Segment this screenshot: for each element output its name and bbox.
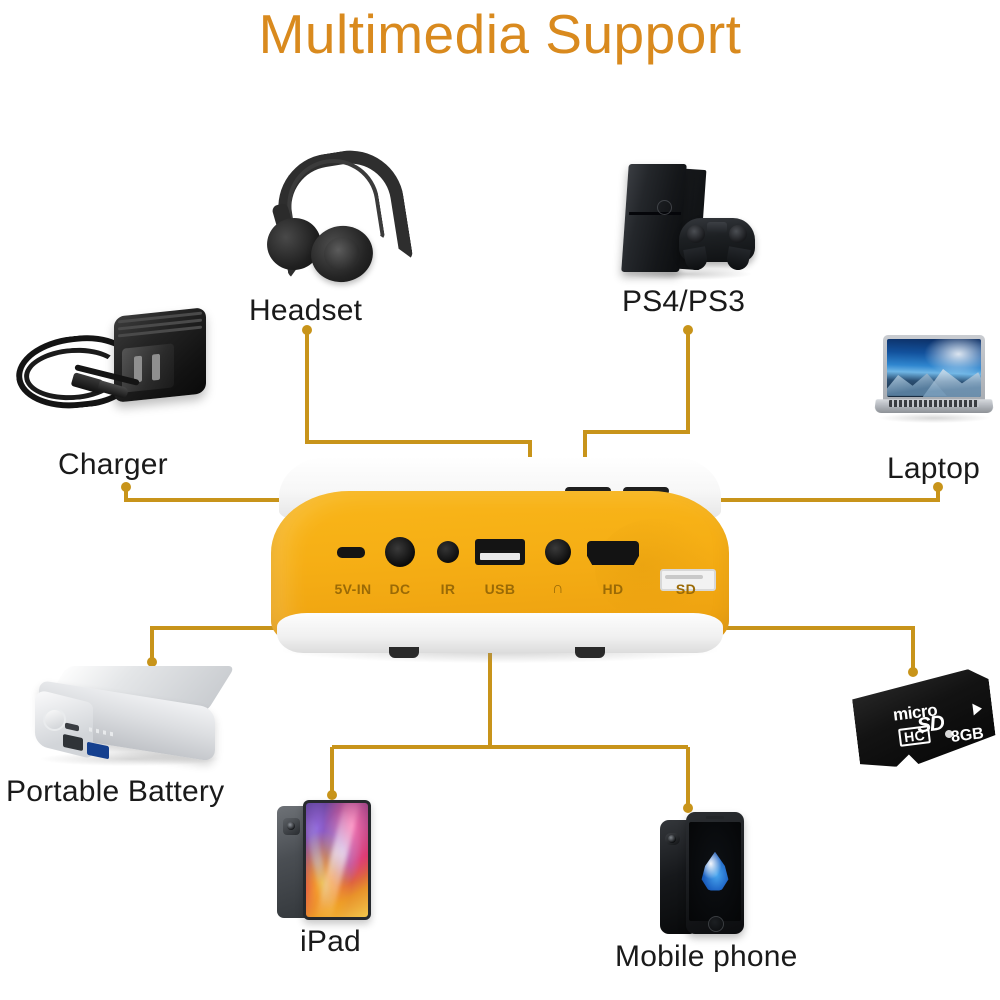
label-mobile-phone: Mobile phone	[615, 940, 798, 973]
microsd-capacity: 8GB	[950, 725, 985, 746]
ipad-icon	[277, 800, 373, 922]
port-5v-in[interactable]	[337, 547, 365, 558]
ps4-console-icon	[613, 160, 763, 280]
headset-icon	[262, 142, 414, 287]
port-dc[interactable]	[385, 537, 415, 567]
laptop-keyboard	[889, 400, 979, 407]
port-headphone[interactable]	[545, 539, 571, 565]
label-laptop: Laptop	[887, 452, 980, 485]
laptop-screen	[887, 339, 981, 397]
phone-earpiece-speaker	[705, 816, 725, 819]
port-label-dc: DC	[389, 581, 411, 597]
port-label-ir: IR	[440, 581, 456, 597]
microsd-direction-arrow-icon	[972, 702, 983, 716]
phone-wallpaper-water-drop	[701, 851, 729, 891]
ps4-controller	[679, 218, 755, 272]
page-title: Multimedia Support	[258, 3, 742, 65]
ipad-screen	[306, 803, 368, 917]
port-label-usb: USB	[484, 581, 516, 597]
phone-front	[686, 812, 744, 934]
ipad-front	[303, 800, 371, 920]
label-charger: Charger	[58, 448, 168, 481]
laptop-shadow	[879, 413, 989, 423]
laptop-icon	[874, 335, 994, 427]
ipad-camera-module	[283, 818, 300, 835]
phone-home-button[interactable]	[708, 916, 724, 932]
projector-base	[277, 613, 723, 653]
laptop-lid	[883, 335, 985, 401]
ps4-disc-slot	[628, 212, 682, 215]
port-usb[interactable]	[475, 539, 525, 565]
power-bank-icon	[33, 660, 236, 770]
label-headset: Headset	[249, 294, 363, 327]
projector-foot-left	[389, 647, 419, 658]
power-bank-power-button[interactable]	[43, 708, 66, 731]
charger-icon	[12, 300, 219, 430]
port-label-5v-in: 5V-IN	[334, 581, 372, 597]
charger-plug-prongs	[122, 343, 174, 393]
port-label-sd: SD	[675, 581, 697, 597]
port-label-headphone: ∩	[552, 580, 564, 597]
label-ipad: iPad	[300, 925, 361, 958]
ps4-console-body	[621, 164, 687, 272]
phone-screen	[689, 822, 741, 921]
port-hdmi[interactable]	[587, 541, 639, 565]
phone-rear-camera	[665, 833, 680, 845]
mobile-phone-icon	[660, 812, 750, 937]
port-label-hd: HD	[602, 581, 624, 597]
ps4-logo	[657, 200, 672, 215]
label-ps4: PS4/PS3	[622, 285, 746, 318]
label-portable-battery: Portable Battery	[6, 775, 225, 808]
ps4-controller-touchpad	[707, 222, 727, 233]
port-sd[interactable]	[660, 569, 716, 591]
microsd-card-icon: micro SD HC 8GB	[855, 675, 995, 771]
mini-projector: 5V-IN DC IR USB ∩ HD SD	[265, 455, 735, 670]
microsd-speed-class: HC	[898, 725, 932, 747]
port-ir[interactable]	[437, 541, 459, 563]
projector-foot-right	[575, 647, 605, 658]
